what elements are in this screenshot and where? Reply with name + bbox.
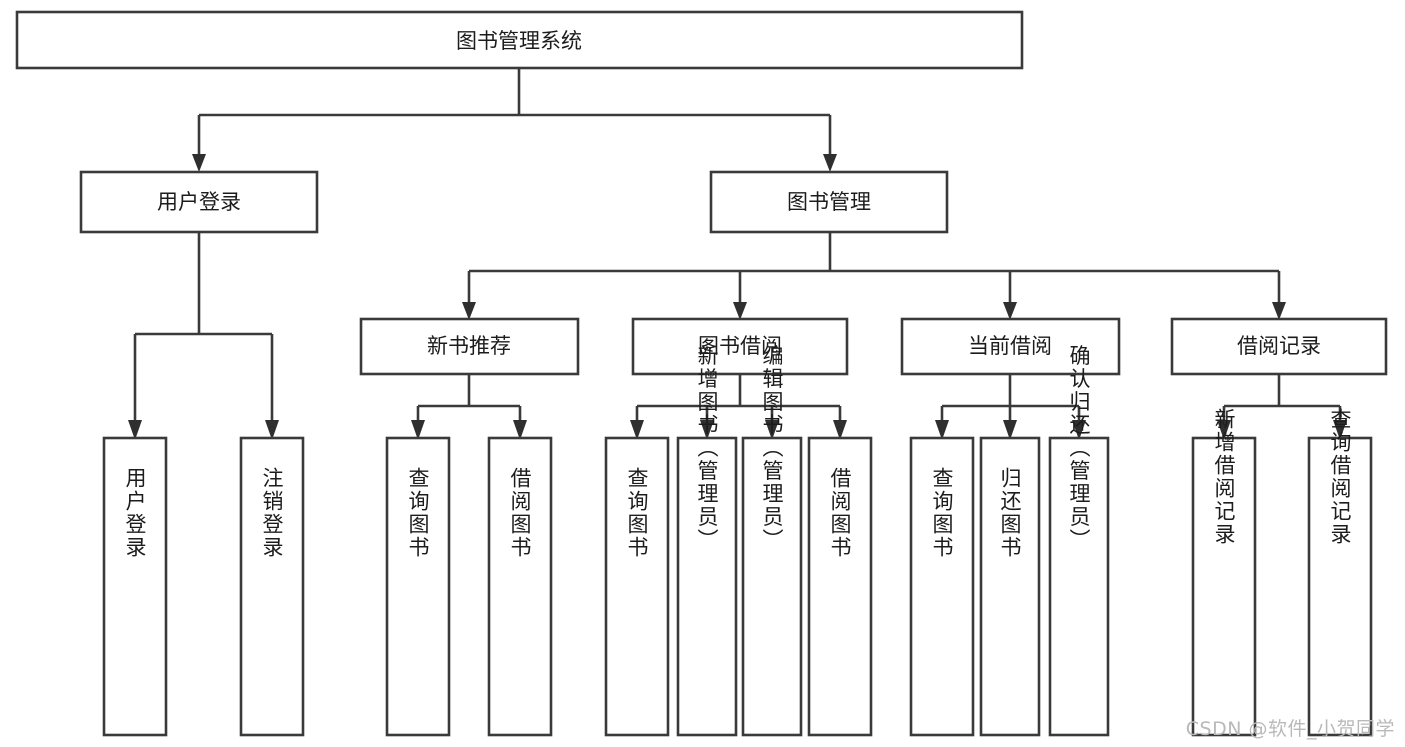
node-leaf-query-book-2[interactable]: 查询图书 [604,436,670,737]
csdn-watermark: CSDN @软件_小贺同学 [1185,718,1395,740]
arrowhead-book-manage [823,154,837,172]
node-leaf-confirm-return-box[interactable] [1048,436,1110,737]
node-root-box[interactable] [15,10,1024,70]
node-leaf-borrow-book-2-box[interactable] [807,436,873,737]
arrowhead-borrow-record [1272,302,1286,320]
node-leaf-return-book-box[interactable] [979,436,1041,737]
node-leaf-add-record-box[interactable] [1191,436,1257,737]
node-user-login-label: 用户登录 [157,190,241,214]
node-leaf-query-book-2-label: 查询图书 [625,467,649,559]
node-new-book-recommend[interactable]: 新书推荐 [359,317,580,376]
arrowhead-leaf-borrow-book-1 [513,420,527,440]
node-leaf-user-login[interactable]: 用户登录 [102,436,168,737]
node-leaf-return-book[interactable]: 归还图书 [979,436,1041,737]
node-current-borrow-label: 当前借阅 [968,334,1052,358]
node-root-label: 图书管理系统 [456,29,582,53]
node-borrow-record[interactable]: 借阅记录 [1170,317,1388,376]
arrowhead-leaf-edit-book [765,420,779,440]
node-borrow-record-box[interactable] [1170,317,1388,376]
node-book-manage-box[interactable] [709,170,949,234]
arrowhead-leaf-confirm-return [1072,420,1086,440]
node-book-manage-label: 图书管理 [787,190,871,214]
arrowhead-leaf-borrow-book-2 [833,420,847,440]
node-leaf-add-record-label: 新增借阅记录 [1212,408,1236,546]
node-leaf-add-book-box[interactable] [676,436,738,737]
node-leaf-add-book-label: 新增图书（管理员） [695,345,719,552]
node-leaf-user-logout-box[interactable] [239,436,305,737]
node-user-login-box[interactable] [79,170,319,234]
node-leaf-query-book-1[interactable]: 查询图书 [385,436,451,737]
arrowhead-leaf-user-login [128,420,142,440]
arrowhead-leaf-query-book-3 [935,420,949,440]
node-root[interactable]: 图书管理系统 [15,10,1024,70]
arrowhead-current-borrow [1003,302,1017,320]
node-leaf-edit-book-label: 编辑图书（管理员） [760,345,784,552]
node-leaf-borrow-book-1-box[interactable] [487,436,553,737]
arrowhead-leaf-add-record [1217,420,1231,440]
node-leaf-user-login-label: 用户登录 [123,467,147,559]
node-leaf-query-book-2-box[interactable] [604,436,670,737]
node-leaf-query-book-1-label: 查询图书 [406,467,430,559]
node-leaf-borrow-book-2[interactable]: 借阅图书 [807,436,873,737]
node-leaf-query-book-3-box[interactable] [909,436,975,737]
arrowhead-leaf-return-book [1003,420,1017,440]
node-borrow-record-label: 借阅记录 [1237,334,1321,358]
node-current-borrow-box[interactable] [900,317,1121,376]
node-leaf-borrow-book-1-label: 借阅图书 [508,467,532,559]
node-user-login[interactable]: 用户登录 [79,170,319,234]
node-leaf-query-book-3[interactable]: 查询图书 [909,436,975,737]
node-new-book-recommend-label: 新书推荐 [427,334,511,358]
node-new-book-recommend-box[interactable] [359,317,580,376]
arrowhead-leaf-query-book-1 [411,420,425,440]
node-leaf-query-book-3-label: 查询图书 [930,467,954,559]
node-leaf-borrow-book-1[interactable]: 借阅图书 [487,436,553,737]
node-book-borrow-box[interactable] [631,317,849,376]
node-leaf-edit-book-box[interactable] [741,436,803,737]
arrowhead-leaf-user-logout [265,420,279,440]
node-leaf-query-record-label: 查询借阅记录 [1328,408,1352,546]
node-leaf-edit-book[interactable]: 编辑图书（管理员） [741,345,803,737]
arrowhead-leaf-query-book-2 [630,420,644,440]
arrowhead-layer [128,154,1347,440]
node-leaf-confirm-return-label: 确认归还（管理员） [1067,345,1091,552]
node-leaf-query-record-box[interactable] [1307,436,1373,737]
node-leaf-user-login-box[interactable] [102,436,168,737]
arrowhead-leaf-add-book [700,420,714,440]
arrowhead-user-login [192,154,206,172]
node-leaf-add-book[interactable]: 新增图书（管理员） [676,345,738,737]
node-leaf-borrow-book-2-label: 借阅图书 [828,467,852,559]
node-leaf-return-book-label: 归还图书 [998,467,1022,559]
node-book-borrow-label: 图书借阅 [698,334,782,358]
node-leaf-user-logout[interactable]: 注销登录 [239,436,305,737]
node-leaf-query-book-1-box[interactable] [385,436,451,737]
node-leaf-query-record[interactable]: 查询借阅记录 [1307,408,1373,737]
node-current-borrow[interactable]: 当前借阅 [900,317,1121,376]
arrowhead-leaf-query-record [1333,420,1347,440]
node-book-manage[interactable]: 图书管理 [709,170,949,234]
node-book-borrow[interactable]: 图书借阅 [631,317,849,376]
node-leaf-user-logout-label: 注销登录 [260,467,284,559]
arrowhead-new-book-recommend [462,302,476,320]
node-leaf-add-record[interactable]: 新增借阅记录 [1191,408,1257,737]
arrowhead-book-borrow [733,302,747,320]
node-leaf-confirm-return[interactable]: 确认归还（管理员） [1048,345,1110,737]
